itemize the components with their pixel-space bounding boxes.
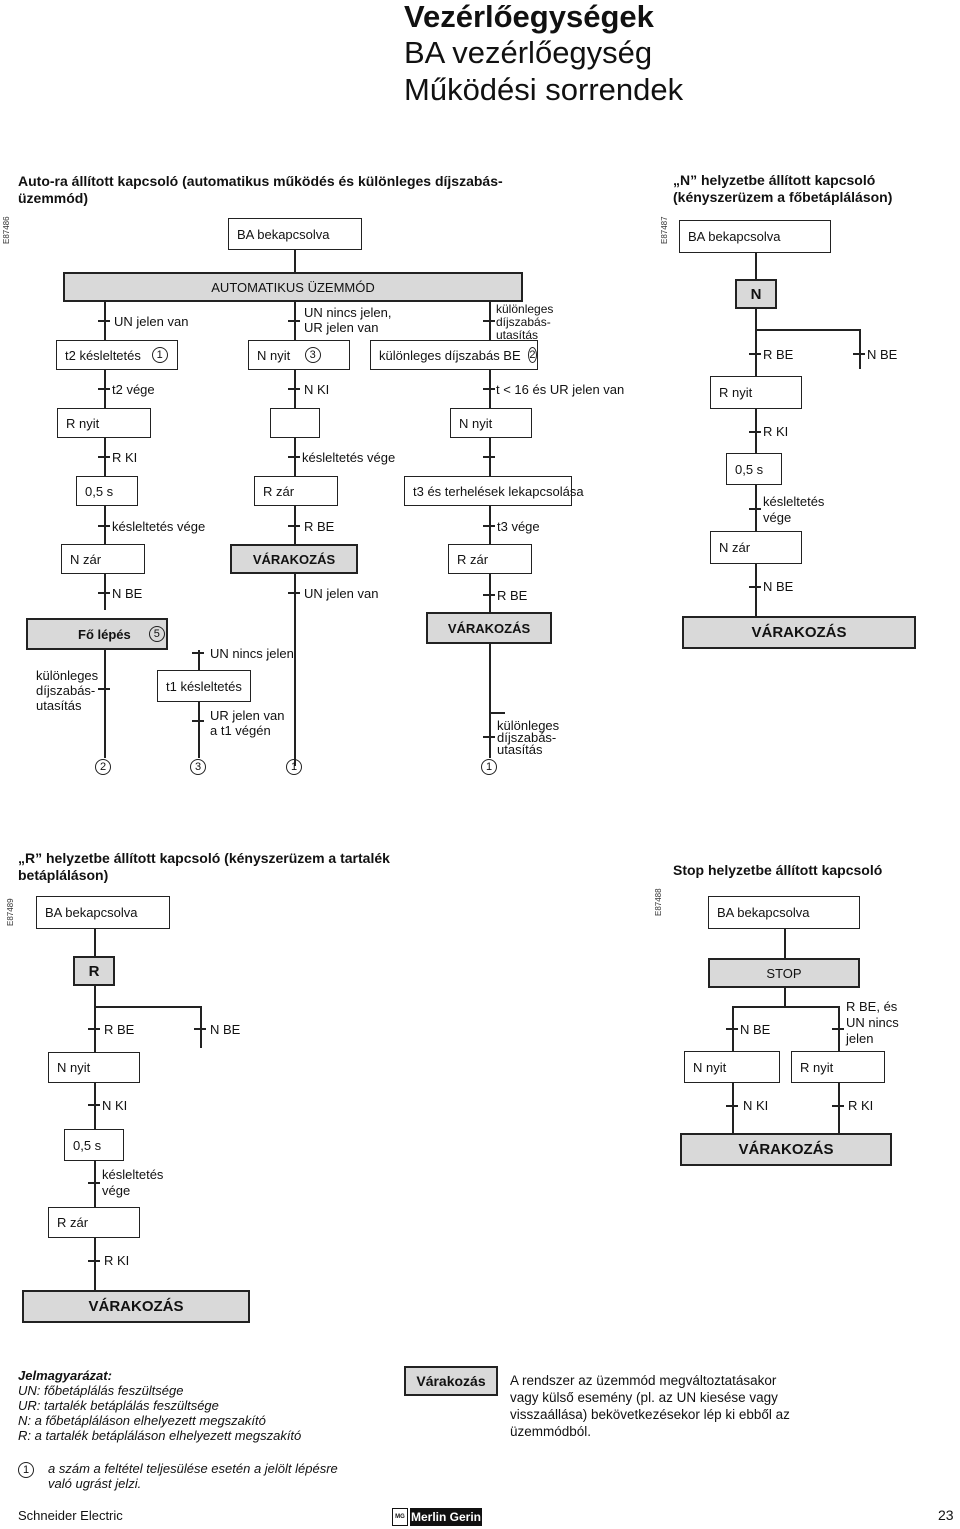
legend-ur: UR: tartalék betáplálás feszültsége	[18, 1398, 219, 1413]
cond-r-off: R KI	[763, 424, 789, 439]
step-t2-delay: t2 késleltetés 1	[56, 340, 178, 370]
step-r-close-2: R zár	[448, 544, 532, 574]
main-step-box: Fő lépés 5	[26, 618, 168, 650]
legend-waiting-desc: A rendszer az üzemmód megváltoztatásakor…	[510, 1373, 790, 1439]
legend-r: R: a tartalék betápláláson elhelyezett m…	[18, 1428, 302, 1443]
cond-special-cmd: különleges díjszabás- utasítás	[496, 302, 554, 342]
ba-on-box: BA bekapcsolva	[708, 896, 860, 929]
figure-code: E87486	[2, 216, 11, 244]
cond-r-off: R KI	[848, 1098, 874, 1113]
step-n-close: N zár	[710, 531, 802, 564]
figure-code: E87487	[660, 216, 669, 244]
step-waiting: VÁRAKOZÁS	[230, 544, 358, 574]
cond-r-off: R KI	[104, 1253, 130, 1268]
jump-2: 2	[95, 759, 111, 775]
brand-name: Merlin Gerin	[410, 1508, 482, 1526]
jump-1: 1	[286, 759, 302, 775]
cond-n-off: N KI	[304, 382, 330, 397]
step-special-on: különleges díjszabás BE 2	[370, 340, 538, 370]
ba-on-box: BA bekapcsolva	[228, 218, 362, 250]
cond-n-on: N BE	[867, 347, 898, 362]
cond-r-on: R BE	[104, 1022, 135, 1037]
cond-un-present: UN jelen van	[114, 314, 189, 329]
step-half-s: 0,5 s	[726, 453, 782, 485]
cond-n-on-2: N BE	[763, 579, 794, 594]
footer-company: Schneider Electric	[18, 1508, 123, 1523]
ba-on-box: BA bekapcsolva	[36, 896, 170, 929]
cond-un-present-2: UN jelen van	[304, 586, 379, 601]
cond-un-absent: UN nincs jelen, UR jelen van	[304, 305, 392, 335]
legend-jump-desc: a szám a feltétel teljesülése esetén a j…	[48, 1461, 338, 1491]
step-r-close: R zár	[48, 1207, 140, 1238]
cond-r-off: R KI	[112, 450, 138, 465]
stop-box: STOP	[708, 958, 860, 988]
step-half-s: 0,5 s	[76, 476, 138, 506]
legend-jump-icon: 1	[18, 1462, 34, 1478]
diagram-heading: Auto-ra állított kapcsoló (automatikus m…	[18, 173, 503, 206]
cond-n-on: N BE	[740, 1022, 771, 1037]
step-n-open: N nyit	[48, 1052, 140, 1083]
ba-on-box: BA bekapcsolva	[679, 220, 831, 253]
figure-code: E87489	[6, 898, 15, 926]
cond-r-on-un-absent: R BE, és UN nincs jelen	[846, 999, 899, 1046]
cond-n-on: N BE	[210, 1022, 241, 1037]
legend-un: UN: főbetáplálás feszültsége	[18, 1383, 184, 1398]
cond-r-on: R BE	[304, 519, 335, 534]
cond-ur-present-t1: UR jelen van a t1 végén	[210, 708, 285, 738]
step-n-open-2: N nyit	[450, 408, 532, 438]
step-n-close: N zár	[61, 544, 145, 574]
step-r-open: R nyit	[710, 376, 802, 409]
diagram-heading: „N” helyzetbe állított kapcsoló (kénysze…	[673, 172, 893, 205]
step-t3-shed: t3 és terhelések lekapcsolása	[404, 476, 584, 506]
cond-special-cmd-2: különleges díjszabás- utasítás	[36, 668, 99, 713]
r-box: R	[73, 956, 115, 986]
step-t1-delay: t1 késleltetés	[157, 670, 251, 702]
step-r-open: R nyit	[791, 1051, 885, 1083]
waiting-box-2: VÁRAKOZÁS	[426, 612, 552, 644]
page-subtitle-2: Működési sorrendek	[404, 72, 684, 107]
cond-special-cmd-3: különleges díjszabás- utasítás	[497, 718, 560, 757]
diagram-heading: „R” helyzetbe állított kapcsoló (kénysze…	[18, 850, 390, 883]
legend-waiting-box: Várakozás	[404, 1366, 498, 1396]
cond-delay-end: késleltetés vége	[763, 494, 825, 525]
auto-mode-box: AUTOMATIKUS ÜZEMMÓD	[63, 272, 523, 302]
cond-delay-end: késleltetés vége	[102, 1167, 164, 1198]
cond-r-on-2: R BE	[497, 588, 528, 603]
waiting-box: VÁRAKOZÁS	[22, 1290, 250, 1323]
figure-code: E87488	[654, 888, 663, 916]
diagram-heading: Stop helyzetbe állított kapcsoló	[673, 862, 883, 878]
page-subtitle: BA vezérlőegység	[404, 35, 653, 70]
cond-t3-end: t3 vége	[497, 519, 540, 534]
jump-1b: 1	[481, 759, 497, 775]
n-box: N	[735, 279, 777, 309]
step-n-open: N nyit 3	[248, 340, 350, 370]
cond-n-off: N KI	[743, 1098, 769, 1113]
cond-n-on: N BE	[112, 586, 143, 601]
cond-n-off: N KI	[102, 1098, 128, 1113]
page-title: Vezérlőegységek	[404, 0, 654, 34]
waiting-box: VÁRAKOZÁS	[682, 616, 916, 649]
legend-title: Jelmagyarázat:	[18, 1368, 112, 1383]
legend-n: N: a főbetápláláson elhelyezett megszakí…	[18, 1413, 266, 1428]
step-r-open: R nyit	[57, 408, 151, 438]
step-n-open: N nyit	[684, 1051, 780, 1083]
cond-t2-end: t2 vége	[112, 382, 155, 397]
brand-logo-icon: MG	[392, 1508, 408, 1526]
cond-delay-end-2: késleltetés vége	[112, 519, 206, 534]
waiting-box: VÁRAKOZÁS	[680, 1133, 892, 1166]
cond-un-absent-2: UN nincs jelen	[210, 646, 294, 661]
cond-r-on: R BE	[763, 347, 794, 362]
step-empty	[270, 408, 320, 438]
page-number: 23	[938, 1507, 954, 1523]
cond-t16: t < 16 és UR jelen van	[496, 382, 625, 397]
cond-delay-end: késleltetés vége	[302, 450, 396, 465]
step-r-close: R zár	[254, 476, 338, 506]
jump-3: 3	[190, 759, 206, 775]
step-half-s: 0,5 s	[64, 1129, 124, 1161]
